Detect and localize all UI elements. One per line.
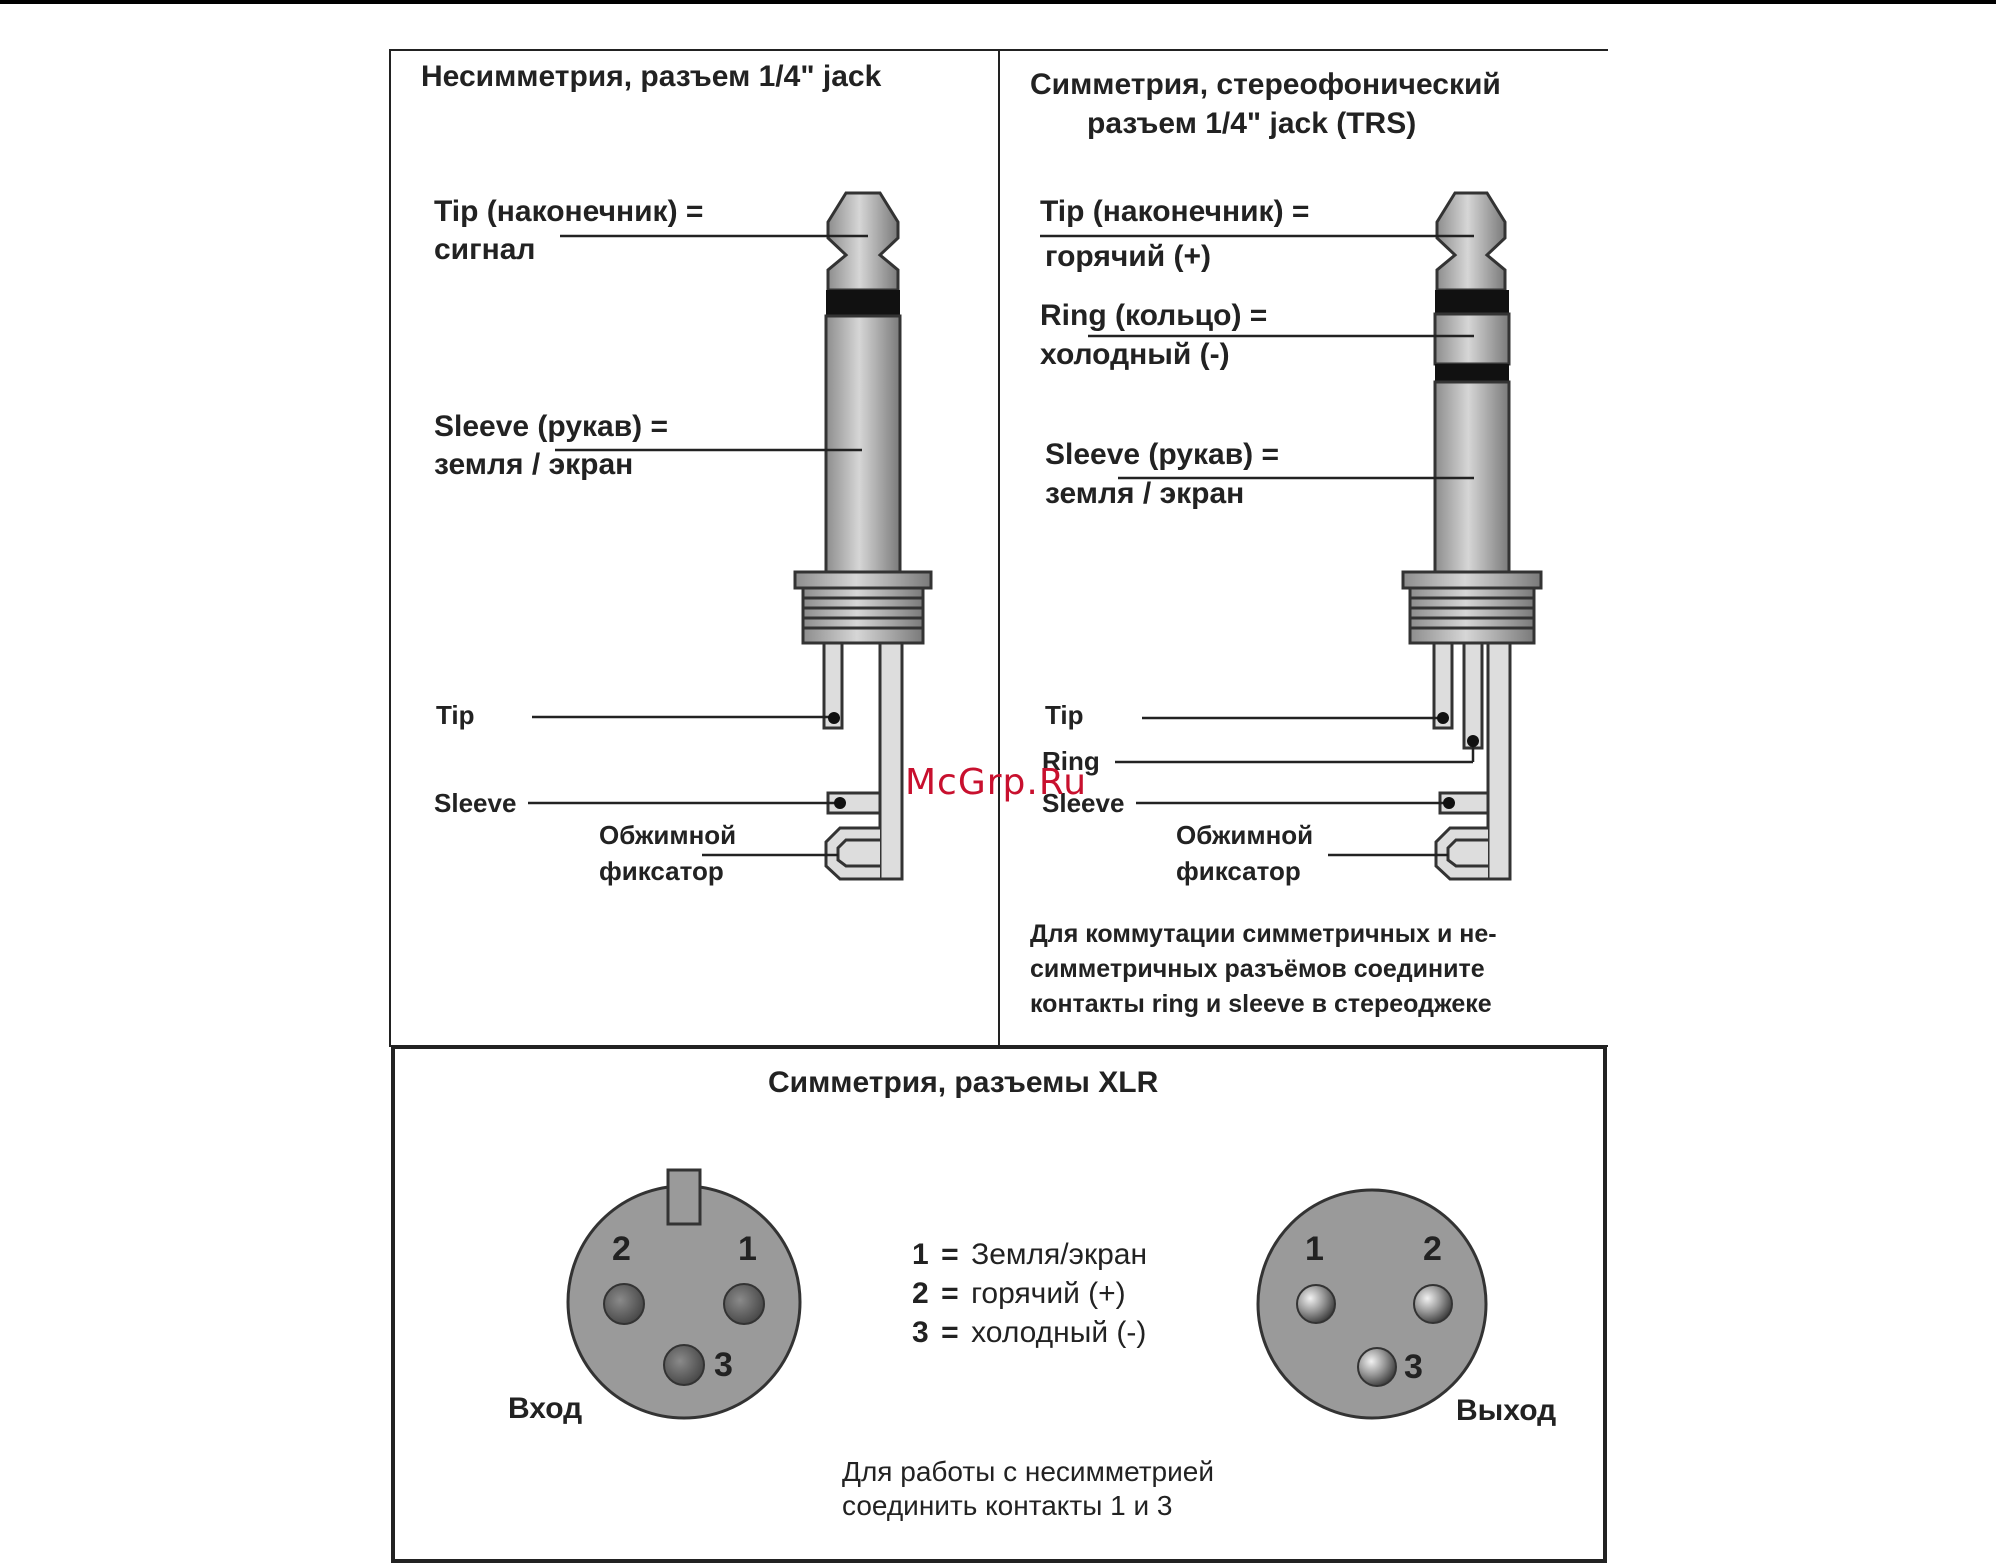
xlr-output-pin-1-label: 1 bbox=[1305, 1230, 1324, 1268]
ts-wire-sleeve-label: Sleeve bbox=[434, 788, 517, 818]
trs-sleeve-desc: земля / экран bbox=[1045, 477, 1245, 510]
trs-note-line3: контакты ring и sleeve в стереоджеке bbox=[1030, 990, 1492, 1018]
xlr-output-connector bbox=[1256, 1188, 1488, 1420]
trs-clamp-label-1: Обжимной bbox=[1176, 820, 1314, 850]
ts-plug bbox=[793, 191, 933, 881]
legend-equals: = bbox=[941, 1277, 959, 1310]
legend-text: горячий (+) bbox=[971, 1277, 1126, 1310]
trs-tip-label: Tip (наконечник) = bbox=[1040, 195, 1310, 228]
ts-sleeve-label: Sleeve (рукав) = bbox=[434, 410, 669, 443]
xlr-input-pin-1-label: 1 bbox=[738, 1230, 757, 1268]
xlr-input-pin-3-label: 3 bbox=[714, 1346, 733, 1384]
trs-leader-lines bbox=[1040, 234, 1475, 857]
watermark-text: McGrp.Ru bbox=[905, 762, 1088, 803]
xlr-input-label: Вход bbox=[508, 1392, 583, 1425]
xlr-input-pin-3-hole bbox=[663, 1344, 705, 1386]
legend-number: 1 bbox=[912, 1238, 929, 1271]
xlr-output-pin-3-label: 3 bbox=[1404, 1348, 1423, 1386]
legend-number: 2 bbox=[912, 1277, 929, 1310]
ts-tip-solder-point bbox=[828, 712, 840, 724]
trs-note-line1: Для коммутации симметричных и не- bbox=[1030, 920, 1497, 948]
xlr-note-line1: Для работы с несимметрией bbox=[842, 1456, 1214, 1487]
balanced-title-line1: Симметрия, стереофонический bbox=[1030, 68, 1501, 101]
legend-row: 2 = горячий (+) bbox=[912, 1277, 1147, 1316]
unbalanced-title: Несимметрия, разъем 1/4" jack bbox=[421, 60, 882, 93]
xlr-input-pin-2-label: 2 bbox=[612, 1230, 631, 1268]
ts-tip-label: Tip (наконечник) = bbox=[434, 195, 704, 228]
legend-equals: = bbox=[941, 1316, 959, 1349]
trs-wire-sleeve-label: Sleeve bbox=[1042, 788, 1125, 818]
ts-wire-tip-label: Tip bbox=[436, 700, 475, 730]
xlr-input-connector bbox=[566, 1168, 802, 1420]
trs-ring-desc: холодный (-) bbox=[1040, 338, 1230, 371]
trs-wire-tip-label: Tip bbox=[1045, 700, 1084, 730]
ts-sleeve-desc: земля / экран bbox=[434, 448, 634, 481]
ts-sleeve-solder-point bbox=[834, 797, 846, 809]
trs-tip-desc: горячий (+) bbox=[1045, 240, 1211, 273]
xlr-note-line2: соединить контакты 1 и 3 bbox=[842, 1490, 1173, 1521]
ts-tip-desc: сигнал bbox=[434, 233, 536, 266]
legend-text: Земля/экран bbox=[971, 1238, 1148, 1271]
trs-wire-ring-label: Ring bbox=[1042, 746, 1100, 776]
legend-row: 1 = Земля/экран bbox=[912, 1238, 1147, 1277]
xlr-input-pin-2-hole bbox=[603, 1283, 645, 1325]
ts-leader-lines bbox=[528, 234, 868, 857]
legend-text: холодный (-) bbox=[971, 1316, 1147, 1349]
trs-plug bbox=[1401, 191, 1543, 881]
xlr-output-pin-1 bbox=[1296, 1284, 1336, 1324]
xlr-title: Симметрия, разъемы XLR bbox=[768, 1066, 1159, 1099]
xlr-output-label: Выход bbox=[1456, 1394, 1557, 1427]
trs-sleeve-solder-point bbox=[1443, 797, 1455, 809]
trs-sleeve-label: Sleeve (рукав) = bbox=[1045, 438, 1280, 471]
balanced-title-line2: разъем 1/4" jack (TRS) bbox=[1087, 107, 1417, 140]
trs-note-line2: симметричных разъёмов соедините bbox=[1030, 955, 1485, 983]
trs-ring-solder-point bbox=[1467, 735, 1479, 747]
legend-row: 3 = холодный (-) bbox=[912, 1316, 1147, 1355]
xlr-pin-legend: 1 = Земля/экран 2 = горячий (+) 3 = холо… bbox=[912, 1238, 1147, 1355]
legend-number: 3 bbox=[912, 1316, 929, 1349]
xlr-output-pin-2-label: 2 bbox=[1423, 1230, 1442, 1268]
ts-clamp-label-1: Обжимной bbox=[599, 820, 737, 850]
top-border-line bbox=[0, 0, 1996, 4]
xlr-input-pin-1-hole bbox=[723, 1283, 765, 1325]
ts-clamp-label-2: фиксатор bbox=[599, 856, 724, 886]
xlr-output-pin-3 bbox=[1357, 1347, 1397, 1387]
trs-tip-solder-point bbox=[1437, 712, 1449, 724]
xlr-output-pin-2 bbox=[1413, 1284, 1453, 1324]
legend-equals: = bbox=[941, 1238, 959, 1271]
trs-ring-label: Ring (кольцо) = bbox=[1040, 299, 1268, 332]
trs-clamp-label-2: фиксатор bbox=[1176, 856, 1301, 886]
